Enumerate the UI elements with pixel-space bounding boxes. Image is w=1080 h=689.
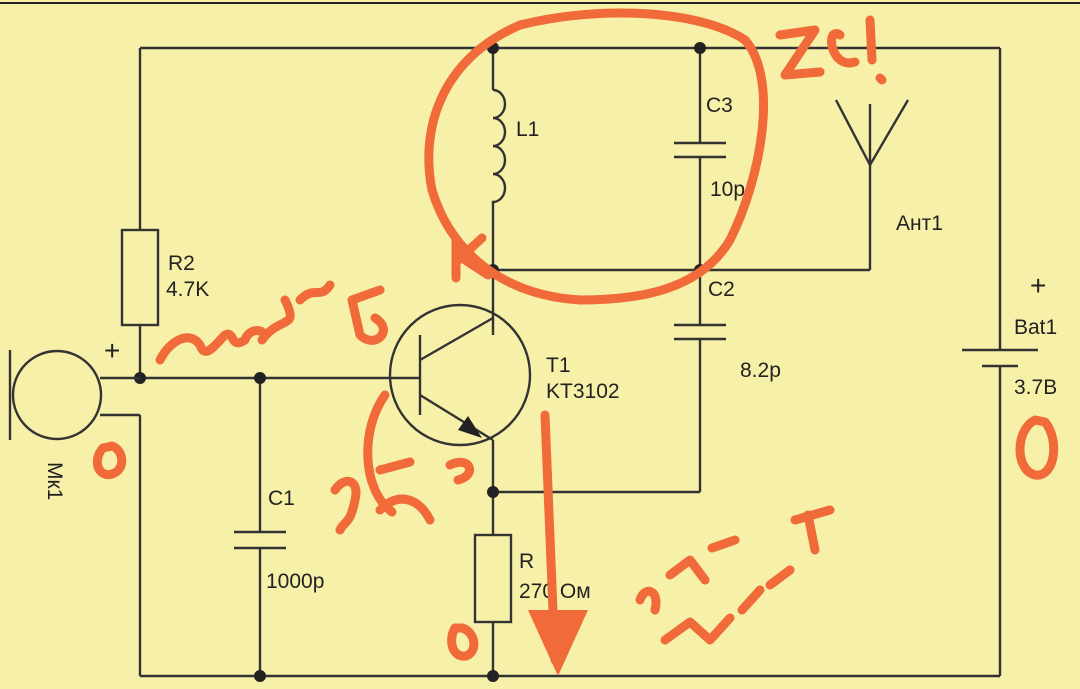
- collector-mark-k: [451, 233, 493, 283]
- antenna-label: Ант1: [896, 212, 943, 235]
- transistor-label: T1: [546, 354, 571, 377]
- base-bracket-stroke: [363, 390, 397, 517]
- scribble-emitter-notes: [330, 457, 474, 535]
- scribble-left-ring: [92, 441, 127, 479]
- battery-plus-sign: +: [1030, 270, 1046, 301]
- resistor-r1-label: R: [519, 550, 534, 573]
- capacitor-c3-label: C3: [706, 94, 733, 117]
- scribble-b-letter: [347, 285, 388, 345]
- resistor-r1: R 270 Ом: [473, 533, 591, 624]
- battery-label: Bat1: [1014, 316, 1057, 339]
- microphone-mk1: + Мк1: [8, 335, 140, 500]
- capacitor-c1-value: 1000p: [266, 570, 324, 593]
- resistor-r2: R2 4.7K: [120, 228, 209, 327]
- resistor-r2-value: 4.7K: [166, 278, 209, 301]
- resistor-r2-label: R2: [168, 252, 195, 275]
- capacitor-c1-label: C1: [268, 487, 295, 510]
- mic-plus-sign: +: [104, 335, 120, 366]
- transistor-t1: T1 KT3102: [380, 303, 620, 447]
- microphone-label: Мк1: [43, 462, 66, 500]
- transistor-model: KT3102: [546, 380, 620, 403]
- tank-circle-annotation: [424, 8, 768, 305]
- scribble-top-right: [775, 15, 887, 85]
- capacitor-c2-label: C2: [708, 278, 735, 301]
- down-arrow-head: [528, 610, 588, 676]
- antenna-symbol: Ант1: [834, 99, 943, 235]
- inductor-l1-label: L1: [516, 118, 539, 141]
- handwritten-annotations: [92, 8, 1059, 676]
- capacitor-c1: C1 1000p: [234, 487, 324, 593]
- capacitor-c2: C2 8.2p: [674, 278, 781, 382]
- scribble-bottom-right-text: [635, 505, 835, 645]
- battery-value: 3.7B: [1014, 376, 1057, 399]
- scribble-plus-label: [155, 280, 335, 365]
- inductor-l1: L1: [491, 88, 539, 205]
- battery-bat1: + Bat1 3.7B: [962, 270, 1057, 399]
- capacitor-c2-value: 8.2p: [740, 359, 781, 382]
- scribble-right-ring: [1015, 415, 1059, 480]
- scribble-bottom-ring: [447, 623, 479, 661]
- capacitor-c3: C3 10p: [674, 94, 745, 201]
- capacitor-c3-value: 10p: [710, 178, 745, 201]
